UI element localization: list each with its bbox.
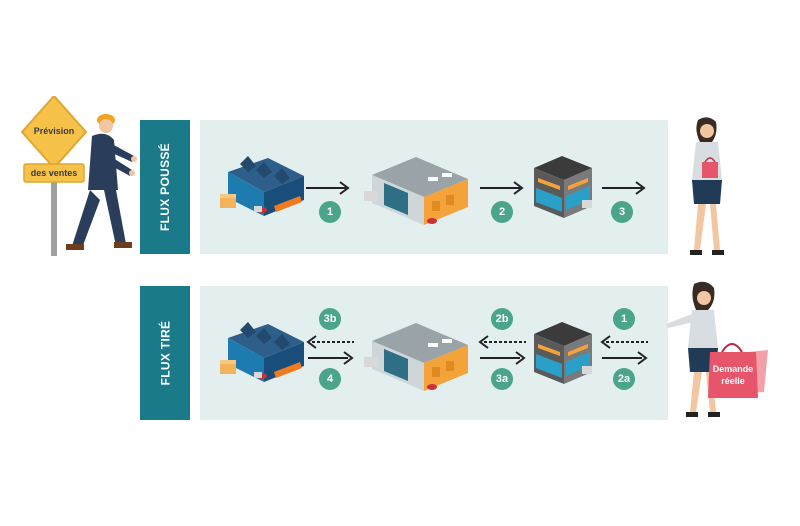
- push-arrow-1: [306, 181, 350, 195]
- pull-step-3b: 3b: [319, 308, 341, 330]
- pull-arrows-2: [478, 335, 526, 365]
- push-arrow-3: [602, 181, 646, 195]
- pull-step-4: 4: [319, 368, 341, 390]
- warehouse-icon: [364, 323, 468, 391]
- push-step-1: 1: [319, 201, 341, 223]
- customer-top-figure: [690, 117, 724, 255]
- pull-step-3a: 3a: [491, 368, 513, 390]
- shop-icon: [534, 156, 592, 218]
- sign-line1: Prévision: [34, 126, 75, 136]
- pull-step-2b: 2b: [491, 308, 513, 330]
- pull-step-2a: 2a: [613, 368, 635, 390]
- factory-icon: [220, 156, 304, 216]
- shop-icon: [534, 322, 592, 384]
- pull-flow-label: FLUX TIRÉ: [140, 286, 190, 420]
- pull-flow-label-text: FLUX TIRÉ: [158, 320, 173, 386]
- pull-arrows-3: [600, 335, 648, 365]
- sign-line2: des ventes: [31, 168, 78, 178]
- push-step-2: 2: [491, 201, 513, 223]
- push-step-3: 3: [611, 201, 633, 223]
- bag-line1: Demande: [713, 364, 754, 374]
- worker-pushing-figure: [66, 114, 137, 250]
- push-flow-label-text: FLUX POUSSÉ: [158, 143, 173, 231]
- pull-arrows-1: [306, 335, 354, 365]
- pull-step-1: 1: [613, 308, 635, 330]
- bag-line2: réelle: [721, 376, 745, 386]
- factory-icon: [220, 322, 304, 382]
- customer-bottom-figure: Demande réelle: [666, 281, 768, 417]
- forecast-sign: Prévision des ventes: [20, 96, 88, 256]
- push-flow-label: FLUX POUSSÉ: [140, 120, 190, 254]
- warehouse-icon: [364, 157, 468, 225]
- push-arrow-2: [480, 181, 524, 195]
